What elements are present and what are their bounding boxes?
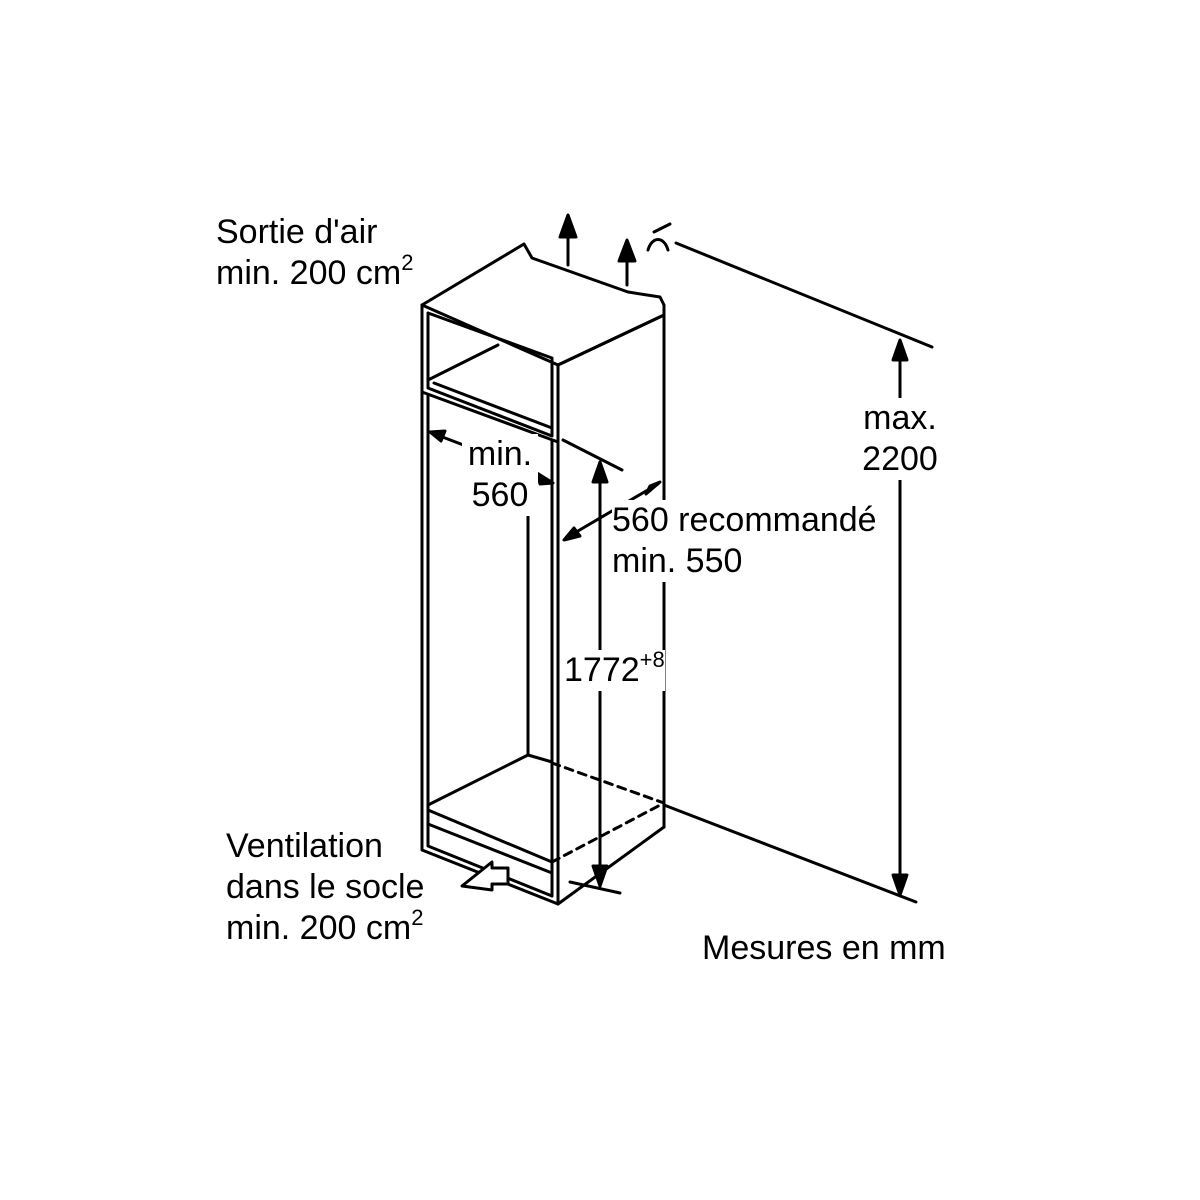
shelf-front-top bbox=[432, 381, 554, 430]
inner-width-line1: min. bbox=[467, 435, 533, 473]
niche-height-tolerance: +8 bbox=[639, 647, 665, 672]
bottom-shelf bbox=[426, 753, 554, 807]
cabinet-right-bottom-edge bbox=[556, 825, 666, 906]
plinth-ventilation-line2: dans le socle bbox=[226, 868, 425, 906]
cabinet-right-top-edge bbox=[556, 313, 666, 367]
plinth-ventilation-line1: Ventilation bbox=[226, 827, 383, 865]
plinth-ventilation-exponent: 2 bbox=[411, 905, 424, 930]
niche-height-value: 1772 bbox=[564, 651, 640, 689]
cabinet-top-edges bbox=[420, 242, 666, 367]
inner-width-label: min. 560 bbox=[462, 434, 538, 516]
air-outlet-label: Sortie d'air min. 200 cm2 bbox=[216, 212, 413, 294]
shelf-back-top bbox=[426, 343, 500, 382]
inner-width-line2: 560 bbox=[471, 476, 529, 514]
max-height-line2: 2200 bbox=[862, 440, 938, 478]
units-note: Mesures en mm bbox=[702, 929, 946, 967]
top-frame-inner bbox=[426, 311, 554, 438]
cabinet-inner bbox=[420, 311, 666, 898]
max-height-line1: max. bbox=[863, 399, 937, 437]
air-outlet-value: min. 200 cm bbox=[216, 254, 402, 292]
divider-board-front bbox=[420, 390, 560, 444]
air-outlet-arrows bbox=[558, 213, 637, 287]
niche-height-label: 1772+8 bbox=[564, 647, 665, 691]
plinth-air-arrow bbox=[460, 860, 510, 892]
bottom-shelf-front bbox=[426, 808, 554, 864]
air-outlet-exponent: 2 bbox=[401, 250, 414, 275]
depth-line2: min. 550 bbox=[612, 542, 743, 580]
hidden-edges bbox=[550, 761, 666, 864]
plinth-ventilation-label: Ventilation dans le socle min. 200 cm2 bbox=[226, 826, 424, 949]
depth-label: 560 recommandé min. 550 bbox=[612, 500, 877, 582]
max-height-label: max. 2200 bbox=[852, 398, 948, 480]
depth-line1: 560 recommandé bbox=[612, 501, 877, 539]
plinth-ventilation-value: min. 200 cm bbox=[226, 909, 412, 947]
plinth-frame bbox=[426, 822, 554, 898]
air-outlet-line1: Sortie d'air bbox=[216, 213, 378, 251]
